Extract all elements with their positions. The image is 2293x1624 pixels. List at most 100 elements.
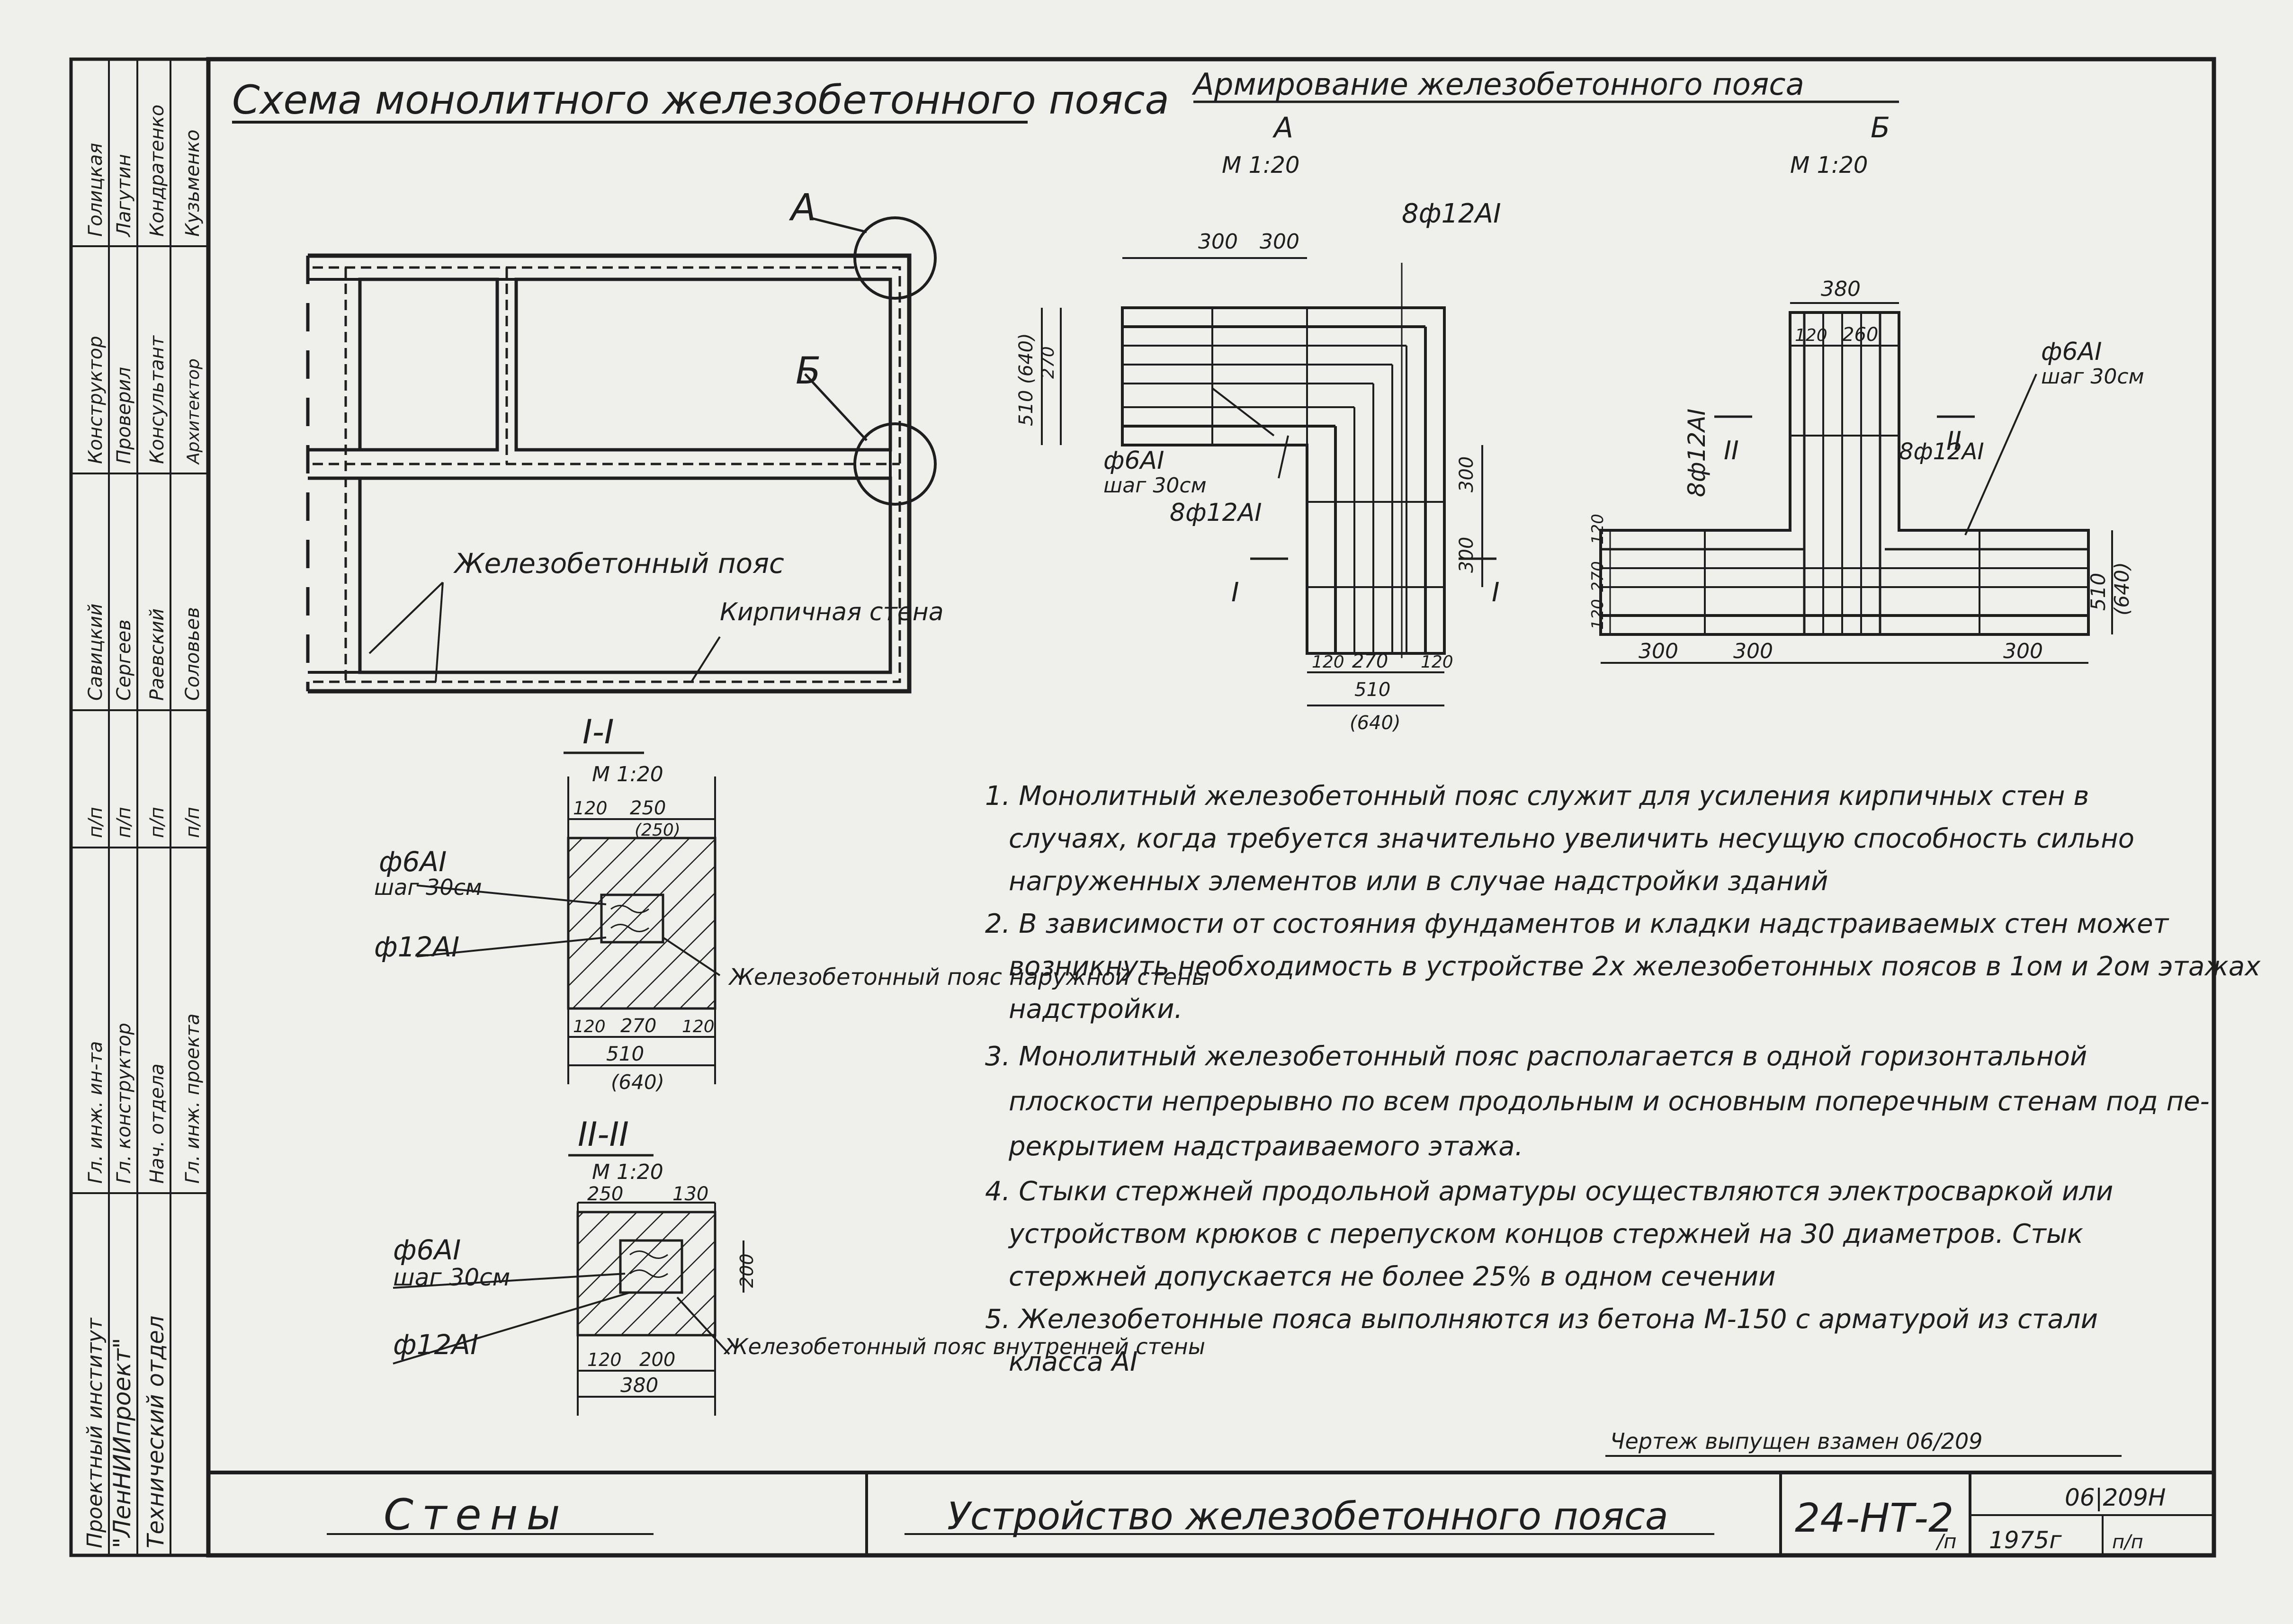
issue-note: Чертеж выпущен взамен 06/209 [1610,1428,1983,1454]
section-2-scale: M 1:20 [592,1160,663,1184]
node-b-dim-5: 270 [1588,561,1607,592]
node-b-dim-11: 300 [2003,639,2043,663]
left-stamp [69,57,210,1557]
node-b-section-right: II [1946,426,1962,456]
node-a-stirrups: ф6AI [1103,446,1164,475]
title-block [327,1472,2214,1555]
node-a-dim-11: (640) [1350,712,1401,734]
node-a-dim-8: 270 [1352,651,1388,672]
stamp-role-4: Гл. инж. проекта [182,1014,204,1184]
node-b-dim-2: 120 [1795,326,1827,345]
stamp-name-2: Сергеев [113,619,135,701]
node-b-dim-9: 300 [1639,639,1678,663]
node-a-dim-1: 300 [1198,230,1238,254]
section-1-dim-6: 120 [682,1017,715,1036]
node-a-label: A [1272,111,1293,144]
node-a-section-left: I [1231,577,1239,608]
node-a-dim-4: 270 [1039,346,1058,379]
section-2-dim-3: 200 [736,1253,757,1288]
node-a-dim-10: 510 [1354,679,1390,701]
section-1-dim-5: 270 [620,1015,656,1037]
note-1-line-3: нагруженных элементов или в случае надст… [1009,866,1828,897]
stamp-sign-4: п/п [182,807,204,838]
stamp-role-5: Конструктор [85,336,107,464]
stamp-org-3: Технический отдел [143,1316,169,1548]
stamp-org-2: "ЛенНИИпроект" [108,1338,136,1548]
node-a-step: шаг 30см [1103,473,1207,498]
notes: 1. Монолитный железобетонный пояс служит… [985,781,2261,1377]
node-b-label: Б [1871,111,1890,144]
section-1-dim-8: (640) [611,1071,664,1094]
reinforcement-title: Армирование железобетонного пояса [1191,67,1804,102]
node-a-drawing [1041,257,1496,706]
section-2-dim-2: 130 [672,1183,708,1205]
sheet-album-no: 06|209Н [2065,1484,2166,1511]
node-a-scale: M 1:20 [1222,152,1299,178]
scheme-wall-label: Кирпичная стена [720,598,944,626]
stamp-name-8: Кузьменко [182,130,204,237]
node-a-bars-top: 8ф12AI [1402,198,1501,229]
node-b-scale: M 1:20 [1790,152,1868,178]
stamp-org-1: Проектный институт [83,1317,107,1548]
sheet-code-suffix: /п [1935,1530,1957,1553]
section-2-stirrups: ф6AI [393,1234,461,1266]
stamp-name-6: Лагутин [113,154,135,238]
node-a-section-right: I [1492,577,1500,608]
section-2-caption: Железобетонный пояс внутренней стены [723,1334,1205,1359]
node-b-section-left: II [1724,436,1739,465]
section-1-stirrups: ф6AI [379,846,447,878]
section-1-dim-2: 250 [630,797,666,819]
node-a-dims: 8ф12AI 300 300 510 (640) 270 300 300 120… [1015,198,1501,734]
section-2-dim-6: 380 [620,1374,658,1397]
node-a-dim-7: 120 [1312,652,1344,672]
note-2-line-2: возникнуть необходимость в устройстве 2х… [1009,951,2261,982]
stamp-name-7: Кондратенко [146,105,168,237]
stamp-role-1: Гл. инж. ин-та [85,1041,107,1184]
stamp-name-5: Голицкая [85,143,107,237]
node-b-dim-10: 300 [1733,639,1773,663]
note-5-line-1: 5. Железобетонные пояса выполняются из б… [985,1304,2098,1335]
section-1-caption: Железобетонный пояс наружной стены [728,964,1209,990]
section-2-dim-4: 120 [587,1349,622,1370]
scheme-plan [306,216,937,694]
node-b-dim-3: 260 [1842,324,1878,346]
section-1-label: I-I [582,713,614,751]
node-a-bars-bottom: 8ф12AI [1170,499,1262,527]
sheet-sign: п/п [2112,1531,2143,1553]
note-5-line-2: класса AI [1009,1347,1138,1377]
stamp-role-2: Гл. конструктор [113,1023,135,1184]
section-2-labels: II-II M 1:20 250 130 200 120 200 380 ф6A… [393,1115,1205,1397]
stamp-name-1: Савицкий [85,604,107,701]
section-1-scale: M 1:20 [592,762,663,786]
sheet-code: 24-НТ-2 [1795,1495,1953,1541]
node-b-bars: 8ф12AI [1683,409,1711,497]
section-1-step: шаг 30см [374,874,482,900]
section-2-label: II-II [578,1115,629,1154]
note-2-line-1: 2. В зависимости от состояния фундаменто… [985,909,2169,939]
stamp-sign-3: п/п [146,807,168,838]
section-1-dim-7: 510 [606,1042,644,1065]
stamp-text: Проектный институт "ЛенНИИпроект" Технич… [83,105,204,1548]
section-2-step: шаг 30см [393,1264,510,1291]
stamp-role-7: Консультант [146,335,168,464]
node-a-dim-6: 300 [1456,537,1478,573]
note-3-line-3: рекрытием надстраиваемого этажа. [1008,1131,1523,1162]
node-b-dim-8: (640) [2110,562,2133,616]
stamp-name-4: Соловьев [182,607,204,701]
node-b-dim-7: 510 [2087,573,2110,611]
node-b-dims: 380 120 260 120 270 120 510 (640) 300 30… [1588,277,2144,663]
node-a-dim-5: 300 [1456,456,1478,492]
section-1-dim-4: 120 [573,1017,606,1036]
node-a-dim-3: 510 (640) [1015,333,1037,426]
stamp-sign-1: п/п [85,807,107,838]
section-2-dim-5: 200 [639,1349,675,1371]
node-b-stirrups: ф6AI [2041,338,2102,366]
section-1-drawing [416,776,721,1084]
section-1-bars: ф12AI [374,931,459,963]
node-b-dim-4: 120 [1588,599,1607,630]
node-b-bars-right: 8ф12AI [1899,438,1984,465]
stamp-name-3: Раевский [146,608,168,701]
scheme-belt-label: Железобетонный пояс [453,547,784,580]
